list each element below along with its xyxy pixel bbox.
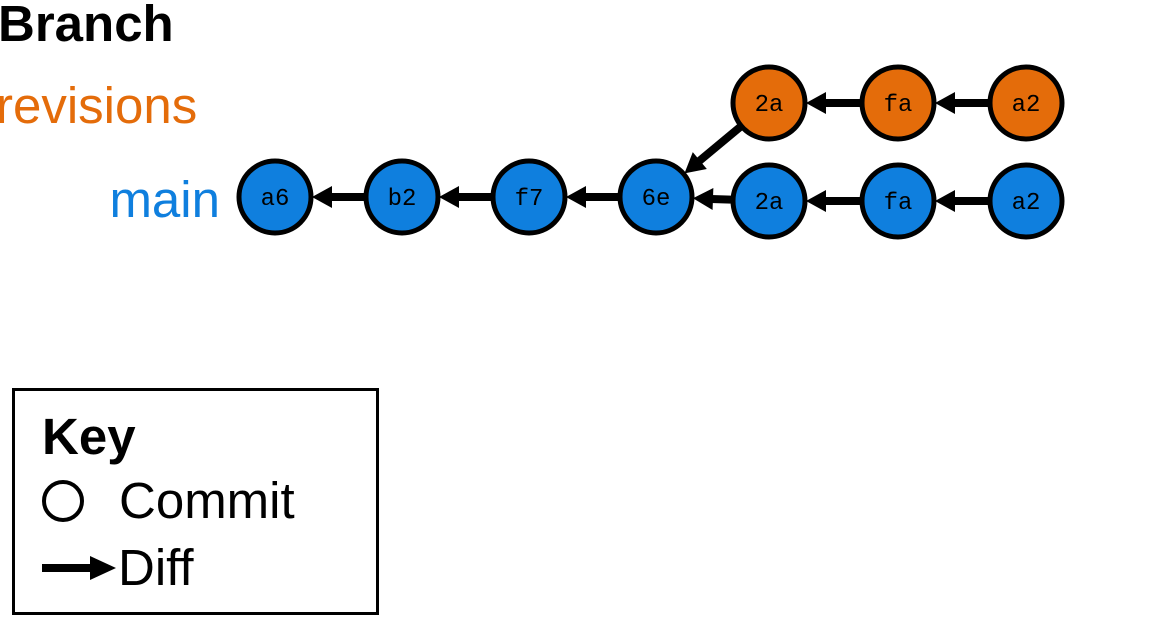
branch-label-revisions: revisions [0, 77, 198, 134]
commit-node-main-2a: 2a [730, 162, 808, 240]
diff-arrow [684, 124, 743, 174]
commit-circle [859, 162, 937, 240]
commit-label: f7 [515, 186, 544, 213]
legend-commit-label: Commit [119, 472, 295, 529]
commit-label: fa [884, 190, 913, 217]
commit-circle [490, 158, 568, 236]
diff-arrow-head [439, 186, 459, 208]
diff-arrow-shaft [710, 194, 732, 204]
branch-heading: Branch [0, 0, 174, 52]
diff-arrows [312, 92, 988, 212]
commit-label: a2 [1012, 92, 1041, 119]
diff-arrow [439, 186, 491, 208]
commit-label: 2a [755, 92, 784, 119]
commit-circle [730, 64, 808, 142]
commit-node-rev-fa: fa [859, 64, 937, 142]
diff-arrow-head [935, 190, 955, 212]
commit-circle [987, 64, 1065, 142]
diff-arrow [935, 92, 988, 114]
legend-item-diff: Diff [42, 538, 194, 598]
commit-label: a2 [1012, 190, 1041, 217]
commit-node-main-a2: a2 [987, 162, 1065, 240]
commit-label: b2 [388, 186, 417, 213]
legend-title: Key [42, 408, 136, 465]
commit-circle [236, 158, 314, 236]
commit-node-main-b2: b2 [363, 158, 441, 236]
legend-diff-label: Diff [118, 539, 194, 596]
commit-circle [859, 64, 937, 142]
diff-arrow-head [806, 92, 826, 114]
diff-arrow-head [692, 188, 714, 211]
diff-arrow-head [312, 186, 332, 208]
commit-label: 6e [642, 186, 671, 213]
commit-label: 2a [755, 190, 784, 217]
diff-arrow [692, 188, 732, 211]
commit-nodes: a6 b2 f7 6e 2a fa a2 2a fa a2 [236, 64, 1065, 240]
commit-graph-canvas: a6 b2 f7 6e 2a fa a2 2a fa a2 [236, 64, 1065, 240]
arrow-right-icon [42, 556, 116, 580]
commit-node-main-6e: 6e [617, 158, 695, 236]
commit-node-main-f7: f7 [490, 158, 568, 236]
diff-arrow-head [935, 92, 955, 114]
diff-arrow-shaft [695, 124, 743, 165]
legend-item-commit: Commit [42, 471, 295, 531]
commit-circle [987, 162, 1065, 240]
diff-arrow [566, 186, 618, 208]
diff-arrow-head [806, 190, 826, 212]
diff-arrow-head [566, 186, 586, 208]
commit-label: fa [884, 92, 913, 119]
commit-node-rev-a2: a2 [987, 64, 1065, 142]
commit-label: a6 [261, 186, 290, 213]
diff-arrow [935, 190, 988, 212]
commit-node-main-fa: fa [859, 162, 937, 240]
diff-arrow-head [684, 152, 707, 174]
diff-arrow [806, 92, 860, 114]
circle-icon [42, 480, 84, 522]
diff-arrow [312, 186, 364, 208]
commit-node-rev-2a: 2a [730, 64, 808, 142]
commit-node-main-a6: a6 [236, 158, 314, 236]
legend: Key Commit Diff [12, 388, 379, 615]
commit-circle [363, 158, 441, 236]
branch-label-main: main [109, 171, 220, 228]
commit-circle [617, 158, 695, 236]
diff-arrow [806, 190, 860, 212]
commit-circle [730, 162, 808, 240]
